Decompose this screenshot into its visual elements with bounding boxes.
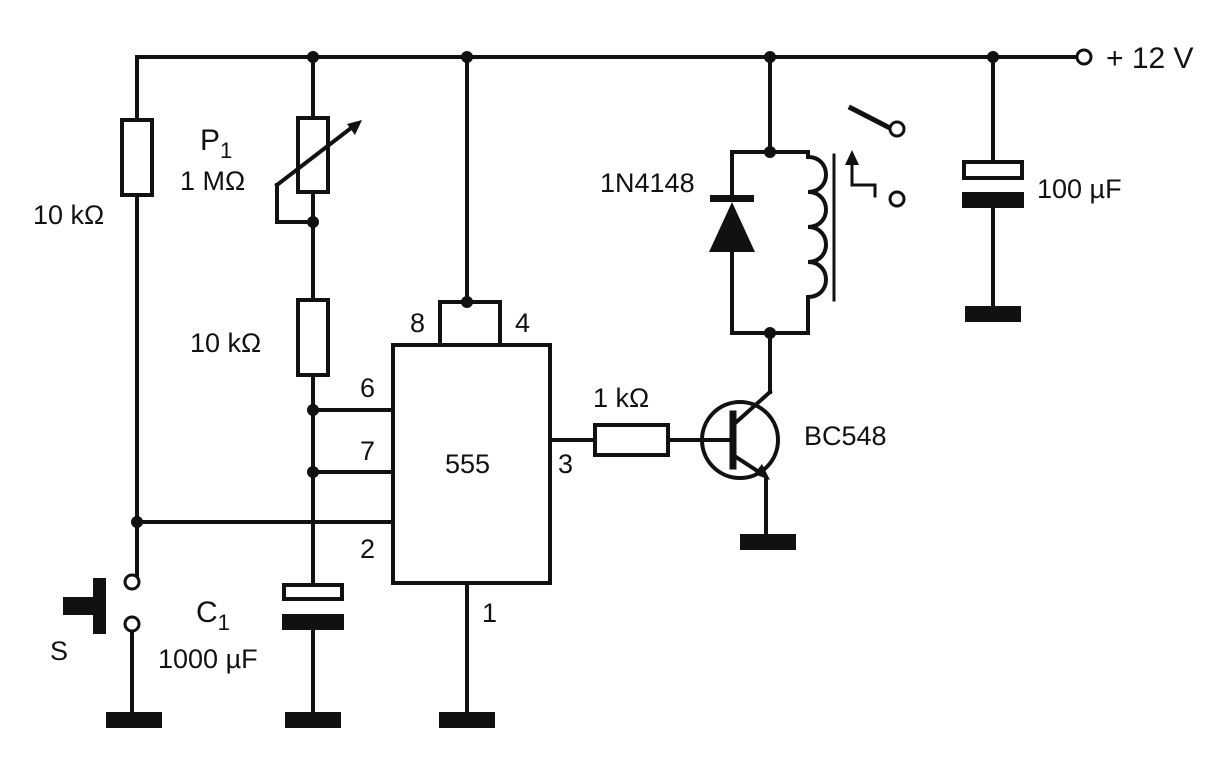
capacitor-c1 <box>282 583 344 630</box>
resistor-1k-base <box>593 423 670 457</box>
divider-resistor-label: 10 kΩ <box>33 200 104 230</box>
timing-resistor-label: 10 kΩ <box>190 328 261 358</box>
transistor-label: BC548 <box>804 421 887 451</box>
ground-ic-pin1 <box>439 712 495 728</box>
ic-pin-7-label: 7 <box>360 436 375 466</box>
push-switch-s <box>63 573 141 634</box>
resistor-10k-timing <box>296 298 330 377</box>
ic-part-label: 555 <box>445 449 490 479</box>
ground-switch <box>106 712 162 728</box>
capacitor-100uf <box>962 160 1024 208</box>
wires <box>130 55 1080 720</box>
ic-pin-8-label: 8 <box>410 308 425 338</box>
supply-cap-label: 100 µF <box>1037 174 1122 204</box>
transistor-bc548 <box>700 389 780 480</box>
ic-pin-2-label: 2 <box>360 534 375 564</box>
relay-contact-top <box>888 120 906 138</box>
c1-value-label: 1000 µF <box>158 644 258 674</box>
ground-emitter <box>740 534 796 550</box>
resistor-10k-divider <box>120 118 154 197</box>
supply-voltage-label: + 12 V <box>1106 42 1194 75</box>
diode-label: 1N4148 <box>600 168 695 198</box>
relay-contact-bottom <box>888 190 906 208</box>
potentiometer-p1 <box>274 116 362 194</box>
ic-pin-6-label: 6 <box>360 373 375 403</box>
pot-value-label: 1 MΩ <box>180 166 245 196</box>
ground-symbols <box>106 306 1021 728</box>
c1-name-label: C1 <box>196 596 230 635</box>
relay <box>806 104 906 335</box>
ic-pin-3-label: 3 <box>558 449 573 479</box>
pot-name-label: P1 <box>200 124 232 163</box>
ground-c1 <box>285 712 341 728</box>
pot-wiper-wire <box>275 183 315 224</box>
ic-pin-4-label: 4 <box>515 308 530 338</box>
diode-branch-wire <box>730 150 810 394</box>
junction-dots <box>131 51 999 528</box>
supply-terminal <box>1075 48 1093 66</box>
switch-label: S <box>50 636 68 666</box>
base-resistor-label: 1 kΩ <box>593 383 649 413</box>
ic-555-body <box>391 343 552 585</box>
diode-1n4148 <box>709 195 755 252</box>
ic-pin-1-label: 1 <box>482 598 497 628</box>
ground-supply-cap <box>965 306 1021 322</box>
